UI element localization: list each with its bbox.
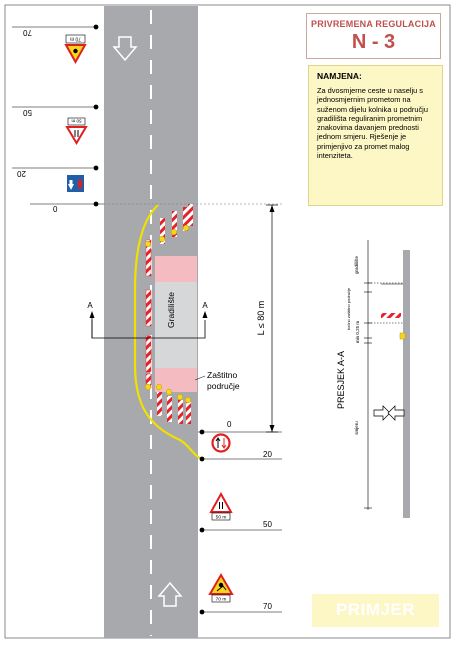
dim-arrow-down-icon [269,425,275,432]
protection-leader [194,375,206,381]
section-label-lane: smjeru [354,421,359,435]
section-label-site: gradilište [354,256,359,275]
road-works-warning-icon [64,44,87,65]
purpose-box: NAMJENA: Za dvosmjerne ceste u naselju s… [308,65,443,206]
section-traffic-arrows [373,405,405,421]
protection-label-1: Zaštitno [207,370,238,380]
header-title: PRIVREMENA REGULACIJA [311,19,436,29]
section-title: PRESJEK A-A [336,351,346,409]
lane-arrow-up-icon [157,581,183,607]
outer-frame [4,4,451,639]
svg-text:70 m: 70 m [70,36,81,42]
svg-text:70 m: 70 m [216,597,227,603]
section-marker-right: A [202,301,208,310]
barrier-taper-bottom [157,392,191,424]
distance-bottom-70: 70 [263,602,272,611]
section-arrow-left-icon [89,311,95,318]
dim-arrow-up-icon [269,205,275,212]
distance-top-50: 50 [23,108,32,117]
site-area [155,282,197,368]
distance-dots-bottom [199,429,205,615]
lane-arrow-down-icon [112,36,138,62]
sign-bottom-20 [211,433,231,453]
distance-top-20: 20 [17,169,26,178]
title-box: PRIVREMENA REGULACIJA N - 3 [306,13,441,59]
site-label: Gradilište [166,292,176,328]
length-dimension [266,204,278,433]
buffer-zone-bottom [155,368,197,392]
length-label: L ≤ 80 m [256,301,266,336]
example-box: PRIMJER [312,594,439,627]
sign-bottom-70: 70 m [208,573,234,603]
sign-bottom-50: 50 m [209,491,233,521]
purpose-text: Za dvosmjerne ceste u naselju s jednosmj… [317,86,428,161]
distance-bottom-20: 20 [263,450,272,459]
narrowing-warning-icon [209,491,233,513]
svg-text:50 m: 50 m [71,119,81,124]
distance-dots-top [93,24,99,207]
distance-lines-bottom [198,431,282,613]
yellow-edge-line [133,204,201,460]
distance-bottom-0: 0 [227,420,232,429]
section-dimension-line [364,240,403,510]
distance-top-70: 70 [23,28,32,37]
barrier-taper-top [160,204,193,244]
barrier-column [145,239,152,389]
section-curb [403,250,410,518]
purpose-heading: NAMJENA: [317,71,362,81]
buffer-zone-top [155,256,197,282]
section-line-a-a [91,318,206,339]
distance-bottom-50: 50 [263,520,272,529]
distance-lines-top [12,26,282,205]
section-label-buffer: bočno zaštitno područje [346,287,351,330]
sign-top-20 [67,175,84,192]
header-code: N - 3 [351,31,396,53]
section-marker-left: A [87,301,93,310]
give-way-oncoming-icon [211,433,231,453]
section-label-min: min 0,25 m [355,321,360,344]
section-arrow-right-icon [202,311,208,318]
protection-label-2: područje [207,381,240,391]
sign-top-50: 50 m [65,117,88,145]
section-warning-light [399,332,406,340]
svg-text:50 m: 50 m [216,515,227,521]
example-label: PRIMJER [335,600,416,619]
sign-top-70: 70 m [64,34,87,65]
warning-lights [144,224,192,404]
section-barrier [381,313,401,318]
distance-top-0: 0 [53,205,58,214]
narrowing-warning-icon [65,126,88,145]
